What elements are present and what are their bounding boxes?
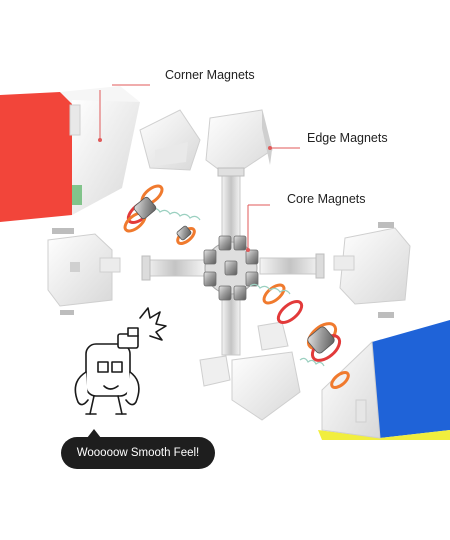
core-magnets-label: Core Magnets	[287, 192, 366, 206]
corner-magnets-label: Corner Magnets	[165, 68, 255, 82]
small-piece-bottom-left	[199, 355, 231, 387]
core-center	[203, 235, 259, 301]
edge-magnets-label: Edge Magnets	[307, 131, 388, 145]
edge-piece-bottom	[231, 321, 301, 421]
red-corner-piece	[0, 86, 140, 222]
magnet-cylinders	[133, 196, 335, 354]
edge-piece-top	[205, 109, 273, 179]
blue-corner-piece	[318, 320, 450, 440]
center-piece-left	[47, 228, 121, 315]
center-piece-right	[333, 222, 411, 318]
leader-dots	[98, 138, 272, 252]
speech-bubble-text: Wooooow Smooth Feel!	[76, 447, 200, 459]
speech-bubble: Wooooow Smooth Feel!	[61, 429, 215, 469]
corner-piece-upper	[139, 109, 201, 171]
leader-lines	[99, 84, 300, 250]
spring-coils	[149, 207, 325, 367]
doodle-character	[74, 307, 167, 415]
